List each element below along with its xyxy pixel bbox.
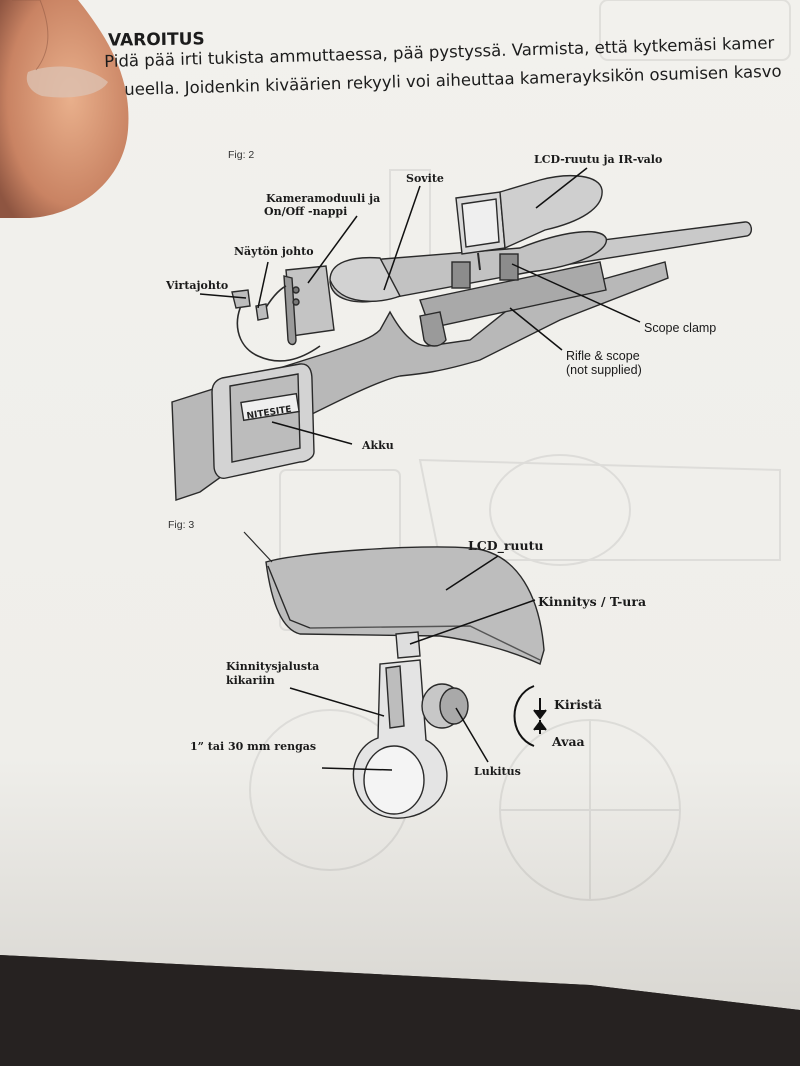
lock-knob (421, 683, 469, 729)
label-ring: 1” tai 30 mm rengas (190, 740, 317, 753)
adapter-sovite (329, 256, 401, 303)
label-lcd-ir: LCD-ruutu ja IR-valo (534, 153, 663, 166)
scope-clamp-front (499, 253, 519, 281)
label-mount: Kinnitys / T-ura (538, 594, 647, 609)
fig3-mount-illustration (243, 531, 545, 819)
scope-ring (363, 745, 425, 815)
label-display-cable: Näytön johto (234, 245, 314, 258)
table-surface (0, 955, 800, 1066)
rifle-barrel (539, 221, 752, 269)
label-loosen: Avaa (552, 734, 585, 749)
rotate-arrows (513, 685, 547, 747)
fig2-caption: Fig: 2 (228, 149, 255, 161)
label-battery: Akku (362, 439, 394, 452)
lcd-screen-body (265, 546, 545, 665)
label-sovite: Sovite (406, 172, 444, 185)
label-rifle-scope-1: Rifle & scope (566, 349, 640, 363)
label-camera-module-1: Kameramoduuli ja (266, 192, 381, 205)
fig2-rifle-illustration (171, 175, 752, 501)
power-cable (236, 299, 321, 362)
scope-clamp-rear (451, 261, 471, 289)
fig3-caption: Fig: 3 (168, 519, 195, 531)
t-rail (395, 631, 421, 659)
fig3-leader-lines (289, 555, 536, 771)
label-tighten: Kiristä (554, 697, 602, 712)
fig2-leader-lines (199, 167, 641, 445)
camera-module (283, 265, 335, 346)
label-camera-module-2: On/Off -nappi (264, 205, 348, 218)
label-lock: Lukitus (474, 765, 521, 778)
battery-pack (211, 363, 315, 480)
label-rifle-scope-2: (not supplied) (566, 363, 642, 377)
label-scope-clamp: Scope clamp (644, 321, 717, 335)
thumb (0, 0, 129, 218)
label-lcd: LCD_ruutu (468, 538, 544, 553)
label-power-cable: Virtajohto (166, 279, 229, 292)
lcd-screen-unit (455, 175, 603, 271)
warning-title: VAROITUS (107, 29, 205, 51)
label-base-2: kikariin (226, 674, 275, 687)
rifle-bolt (419, 311, 447, 347)
label-base-1: Kinnitysjalusta (226, 660, 320, 673)
rifle-stock (171, 261, 669, 501)
